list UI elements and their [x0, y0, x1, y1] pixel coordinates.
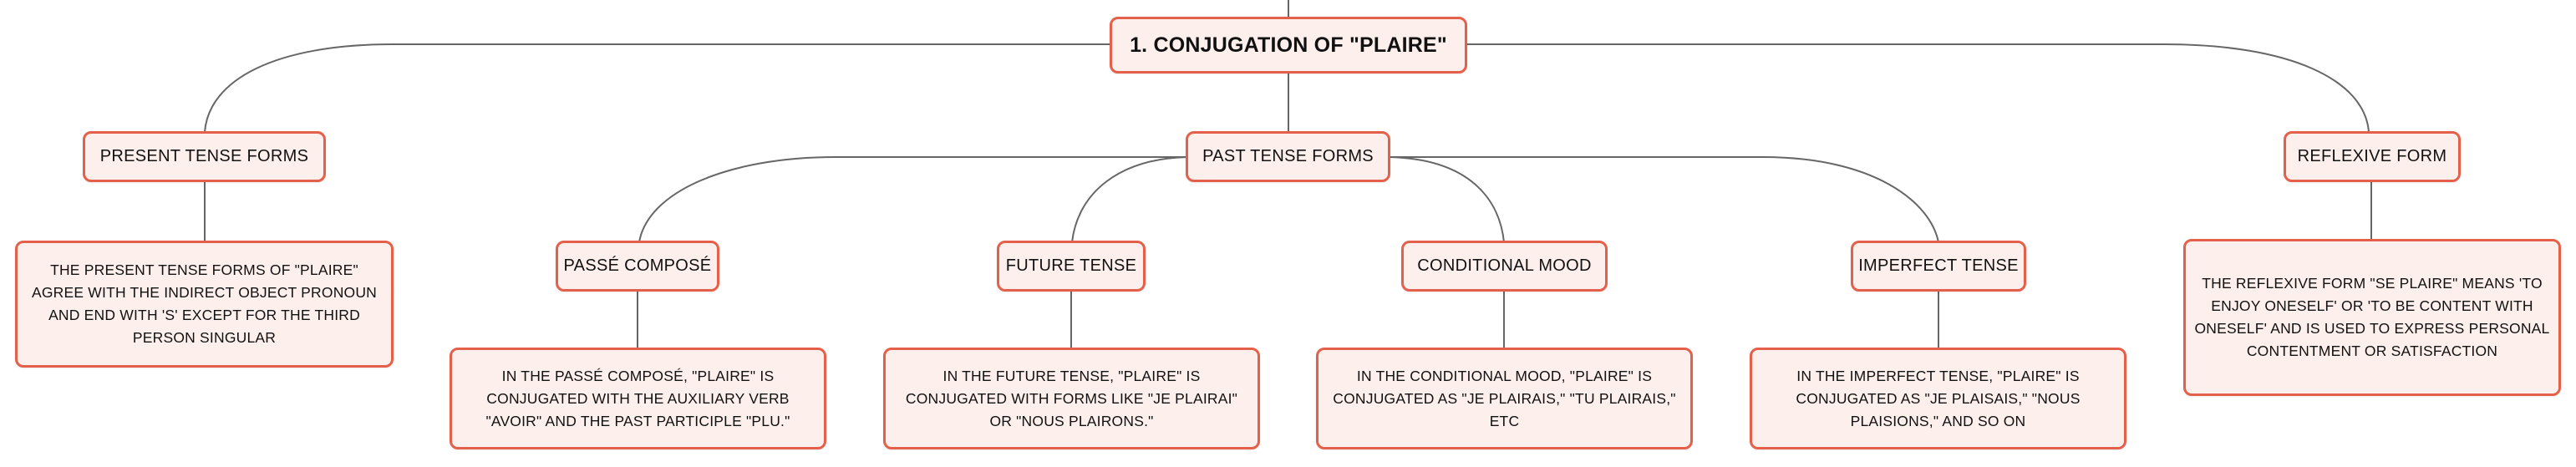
connector-past-conditional — [1388, 156, 1505, 243]
imperfect-tense-label: IMPERFECT TENSE — [1858, 256, 2019, 275]
future-tense-detail-node[interactable]: IN THE FUTURE TENSE, "PLAIRE" IS CONJUGA… — [883, 348, 1260, 449]
reflexive-form-detail-text: THE REFLEXIVE FORM "SE PLAIRE" MEANS 'TO… — [2194, 275, 2550, 359]
present-tense-node[interactable]: PRESENT TENSE FORMS — [83, 131, 326, 182]
connector-root-present — [204, 43, 1111, 133]
future-tense-label: FUTURE TENSE — [1005, 256, 1137, 275]
present-tense-detail-node[interactable]: THE PRESENT TENSE FORMS OF "PLAIRE" AGRE… — [15, 241, 394, 368]
reflexive-form-label: REFLEXIVE FORM — [2297, 147, 2447, 165]
conditional-mood-node[interactable]: CONDITIONAL MOOD — [1401, 241, 1608, 292]
root-node[interactable]: 1. CONJUGATION OF "PLAIRE" — [1110, 17, 1467, 74]
future-tense-detail-text: IN THE FUTURE TENSE, "PLAIRE" IS CONJUGA… — [905, 367, 1238, 429]
passe-compose-detail-node[interactable]: IN THE PASSÉ COMPOSÉ, "PLAIRE" IS CONJUG… — [450, 348, 826, 449]
future-tense-node[interactable]: FUTURE TENSE — [997, 241, 1146, 292]
conditional-mood-label: CONDITIONAL MOOD — [1417, 256, 1592, 275]
passe-compose-label: PASSÉ COMPOSÉ — [563, 256, 712, 275]
reflexive-form-node[interactable]: REFLEXIVE FORM — [2284, 131, 2461, 182]
connector-past-passe-compose — [638, 156, 1187, 243]
conditional-mood-detail-node[interactable]: IN THE CONDITIONAL MOOD, "PLAIRE" IS CON… — [1316, 348, 1693, 449]
imperfect-tense-detail-text: IN THE IMPERFECT TENSE, "PLAIRE" IS CONJ… — [1796, 367, 2081, 429]
connector-root-reflexive — [1465, 43, 2370, 133]
present-tense-detail-text: THE PRESENT TENSE FORMS OF "PLAIRE" AGRE… — [31, 261, 378, 346]
present-tense-label: PRESENT TENSE FORMS — [99, 147, 309, 165]
past-tense-label: PAST TENSE FORMS — [1202, 147, 1374, 165]
conditional-mood-detail-text: IN THE CONDITIONAL MOOD, "PLAIRE" IS CON… — [1333, 367, 1676, 429]
passe-compose-node[interactable]: PASSÉ COMPOSÉ — [556, 241, 719, 292]
passe-compose-detail-text: IN THE PASSÉ COMPOSÉ, "PLAIRE" IS CONJUG… — [485, 367, 790, 429]
imperfect-tense-node[interactable]: IMPERFECT TENSE — [1851, 241, 2026, 292]
past-tense-node[interactable]: PAST TENSE FORMS — [1186, 131, 1390, 182]
imperfect-tense-detail-node[interactable]: IN THE IMPERFECT TENSE, "PLAIRE" IS CONJ… — [1750, 348, 2126, 449]
reflexive-form-detail-node[interactable]: THE REFLEXIVE FORM "SE PLAIRE" MEANS 'TO… — [2183, 239, 2561, 396]
connector-past-imperfect — [1389, 156, 1939, 243]
root-node-label: 1. CONJUGATION OF "PLAIRE" — [1130, 33, 1447, 57]
connector-past-future — [1071, 156, 1188, 243]
